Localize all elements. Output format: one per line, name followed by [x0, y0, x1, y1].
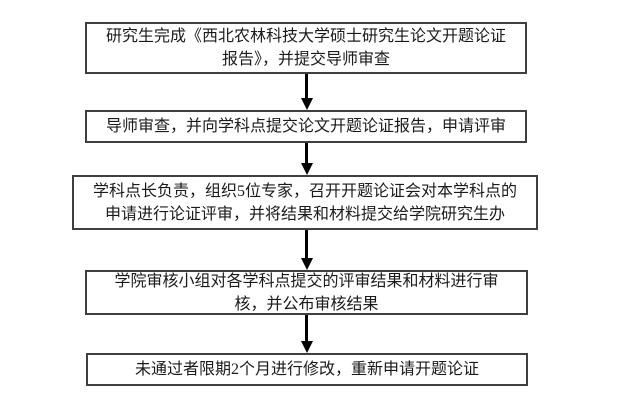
arrow-shaft: [305, 143, 308, 163]
flow-step-1: 研究生完成《西北农林科技大学硕士研究生论文开题论证 报告》，并提交导师审查: [85, 22, 527, 74]
flow-step-2-label: 导师审查，并向学科点提交论文开题论证报告，申请评审: [105, 118, 506, 135]
arrow-shaft: [305, 315, 308, 341]
flow-step-4-label: 学院审核小组对各学科点提交的评审结果和材料进行审 核，并公布审核结果: [114, 272, 499, 313]
arrow-head-icon: [300, 98, 313, 110]
flow-step-3-label: 学科点长负责，组织5位专家，召开开题论证会对本学科点的 申请进行论证评审，并将结…: [92, 182, 517, 223]
arrow-head-icon: [300, 341, 313, 353]
down-arrow-4: [300, 315, 313, 353]
down-arrow-3: [300, 230, 313, 270]
flow-step-1-label: 研究生完成《西北农林科技大学硕士研究生论文开题论证 报告》，并提交导师审查: [105, 28, 506, 68]
down-arrow-1: [300, 74, 313, 110]
down-arrow-2: [300, 143, 313, 175]
flow-step-3: 学科点长负责，组织5位专家，召开开题论证会对本学科点的 申请进行论证评审，并将结…: [72, 175, 538, 230]
arrow-shaft: [305, 230, 308, 258]
flow-step-2: 导师审查，并向学科点提交论文开题论证报告，申请评审: [85, 110, 527, 143]
flow-step-4: 学院审核小组对各学科点提交的评审结果和材料进行审 核，并公布审核结果: [85, 270, 528, 315]
arrow-head-icon: [300, 163, 313, 175]
arrow-shaft: [305, 74, 308, 98]
flow-step-5: 未通过者限期2个月进行修改，重新申请开题论证: [86, 353, 528, 386]
flow-step-5-label: 未通过者限期2个月进行修改，重新申请开题论证: [134, 361, 479, 378]
arrow-head-icon: [300, 258, 313, 270]
